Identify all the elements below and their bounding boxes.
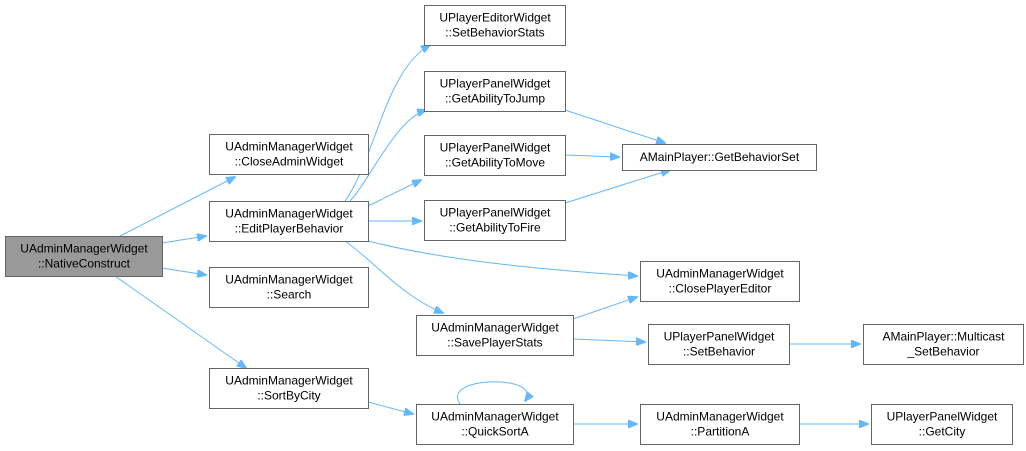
node-get_behavior_set[interactable]: AMainPlayer::GetBehaviorSet <box>622 144 817 171</box>
node-label-line: UAdminManagerWidget <box>225 207 353 221</box>
node-label-line: UPlayerPanelWidget <box>440 77 551 91</box>
node-label-line: ::QuickSortA <box>461 425 528 439</box>
node-label-line: UPlayerPanelWidget <box>440 141 551 155</box>
node-multicast_set_behavior[interactable]: AMainPlayer::Multicast_SetBehavior <box>863 324 1024 365</box>
node-label-line: UAdminManagerWidget <box>20 242 148 256</box>
node-label-line: AMainPlayer::GetBehaviorSet <box>640 150 800 164</box>
edge-save_player_stats-to-set_behavior <box>572 339 645 342</box>
node-close_player_editor[interactable]: UAdminManagerWidget::ClosePlayerEditor <box>640 261 800 302</box>
node-label-line: UAdminManagerWidget <box>656 410 784 424</box>
node-box <box>424 5 566 46</box>
node-partition_a[interactable]: UAdminManagerWidget::PartitionA <box>640 404 800 445</box>
node-label-line: UAdminManagerWidget <box>225 273 353 287</box>
node-label-line: ::CloseAdminWidget <box>235 155 344 169</box>
node-box <box>209 267 369 308</box>
node-label-line: UPlayerPanelWidget <box>887 410 998 424</box>
node-label-line: ::SortByCity <box>257 389 320 403</box>
edge-get_ability_to_fire-to-get_behavior_set <box>564 170 670 204</box>
edge-quick_sort_a-to-quick_sort_a <box>457 381 527 405</box>
edge-native_construct-to-search <box>161 267 206 275</box>
node-label-line: ::SetBehaviorStats <box>445 26 544 40</box>
edge-get_ability_to_jump-to-get_behavior_set <box>564 109 665 143</box>
node-set_behavior[interactable]: UPlayerPanelWidget::SetBehavior <box>648 324 790 365</box>
node-label-line: ::SavePlayerStats <box>447 336 542 350</box>
node-box <box>871 404 1013 445</box>
edge-native_construct-to-sort_by_city <box>114 275 246 368</box>
node-label-line: ::GetAbilityToMove <box>445 156 545 170</box>
node-box <box>640 404 800 445</box>
node-box <box>863 324 1024 365</box>
node-box <box>622 144 817 171</box>
edge-sort_by_city-to-quick_sort_a <box>367 401 413 414</box>
node-native_construct[interactable]: UAdminManagerWidget::NativeConstruct <box>5 236 163 277</box>
node-save_player_stats[interactable]: UAdminManagerWidget::SavePlayerStats <box>416 315 574 356</box>
node-label-line: AMainPlayer::Multicast <box>882 330 1005 344</box>
nodes-layer: UAdminManagerWidget::NativeConstructUAdm… <box>5 5 1024 445</box>
node-label-line: UPlayerEditorWidget <box>439 11 551 25</box>
node-label-line: ::GetAbilityToJump <box>445 92 545 106</box>
node-set_behavior_stats[interactable]: UPlayerEditorWidget::SetBehaviorStats <box>424 5 566 46</box>
node-label-line: ::GetCity <box>919 425 966 439</box>
node-box <box>209 201 369 242</box>
node-box <box>424 71 566 112</box>
node-box <box>5 236 163 277</box>
node-quick_sort_a[interactable]: UAdminManagerWidget::QuickSortA <box>416 404 574 445</box>
node-box <box>416 404 574 445</box>
node-label-line: ::NativeConstruct <box>38 257 131 271</box>
node-label-line: ::EditPlayerBehavior <box>235 222 344 236</box>
edge-native_construct-to-edit_player_behavior <box>161 236 206 244</box>
edges-layer <box>114 45 868 424</box>
node-box <box>648 324 790 365</box>
node-label-line: ::PartitionA <box>691 425 750 439</box>
node-box <box>424 200 566 241</box>
node-box <box>416 315 574 356</box>
node-get_ability_to_jump[interactable]: UPlayerPanelWidget::GetAbilityToJump <box>424 71 566 112</box>
node-label-line: UPlayerPanelWidget <box>440 206 551 220</box>
node-label-line: ::GetAbilityToFire <box>449 221 541 235</box>
node-label-line: UAdminManagerWidget <box>225 140 353 154</box>
node-box <box>209 368 369 409</box>
node-box <box>209 134 369 175</box>
node-label-line: UAdminManagerWidget <box>656 267 784 281</box>
node-label-line: UAdminManagerWidget <box>431 410 559 424</box>
node-label-line: UAdminManagerWidget <box>431 321 559 335</box>
node-box <box>424 135 566 176</box>
edge-native_construct-to-close_admin_widget <box>119 177 235 237</box>
node-label-line: UPlayerPanelWidget <box>664 330 775 344</box>
edge-get_ability_to_move-to-get_behavior_set <box>564 155 619 157</box>
node-close_admin_widget[interactable]: UAdminManagerWidget::CloseAdminWidget <box>209 134 369 175</box>
edge-edit_player_behavior-to-get_ability_to_jump <box>349 110 426 202</box>
edge-edit_player_behavior-to-set_behavior_stats <box>344 45 430 202</box>
node-sort_by_city[interactable]: UAdminManagerWidget::SortByCity <box>209 368 369 409</box>
edge-edit_player_behavior-to-get_ability_to_move <box>367 180 421 207</box>
node-box <box>640 261 800 302</box>
edge-save_player_stats-to-close_player_editor <box>572 297 637 320</box>
edge-edit_player_behavior-to-close_player_editor <box>367 240 637 276</box>
edge-edit_player_behavior-to-save_player_stats <box>344 240 443 313</box>
node-label-line: ::ClosePlayerEditor <box>669 282 772 296</box>
node-label-line: UAdminManagerWidget <box>225 374 353 388</box>
node-search[interactable]: UAdminManagerWidget::Search <box>209 267 369 308</box>
node-get_city[interactable]: UPlayerPanelWidget::GetCity <box>871 404 1013 445</box>
node-get_ability_to_fire[interactable]: UPlayerPanelWidget::GetAbilityToFire <box>424 200 566 241</box>
node-get_ability_to_move[interactable]: UPlayerPanelWidget::GetAbilityToMove <box>424 135 566 176</box>
node-label-line: ::SetBehavior <box>683 345 755 359</box>
node-label-line: _SetBehavior <box>906 345 979 359</box>
node-edit_player_behavior[interactable]: UAdminManagerWidget::EditPlayerBehavior <box>209 201 369 242</box>
node-label-line: ::Search <box>267 288 312 302</box>
